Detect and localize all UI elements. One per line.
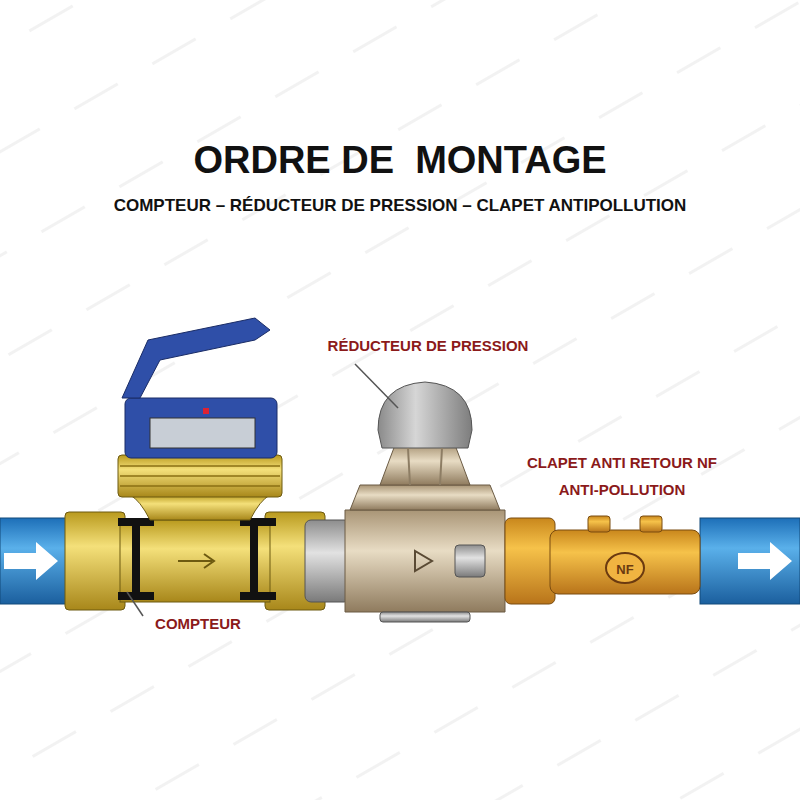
part-label: RÉDUCTEUR DE PRESSION (328, 337, 529, 354)
subtitle: COMPTEUR – RÉDUCTEUR DE PRESSION – CLAPE… (114, 196, 687, 216)
part-label: CLAPET ANTI RETOUR NF ANTI-POLLUTION (522, 449, 722, 503)
part-label: COMPTEUR (155, 615, 241, 632)
title: ORDRE DE MONTAGE (193, 139, 606, 182)
nf-logo: NF (616, 562, 633, 577)
